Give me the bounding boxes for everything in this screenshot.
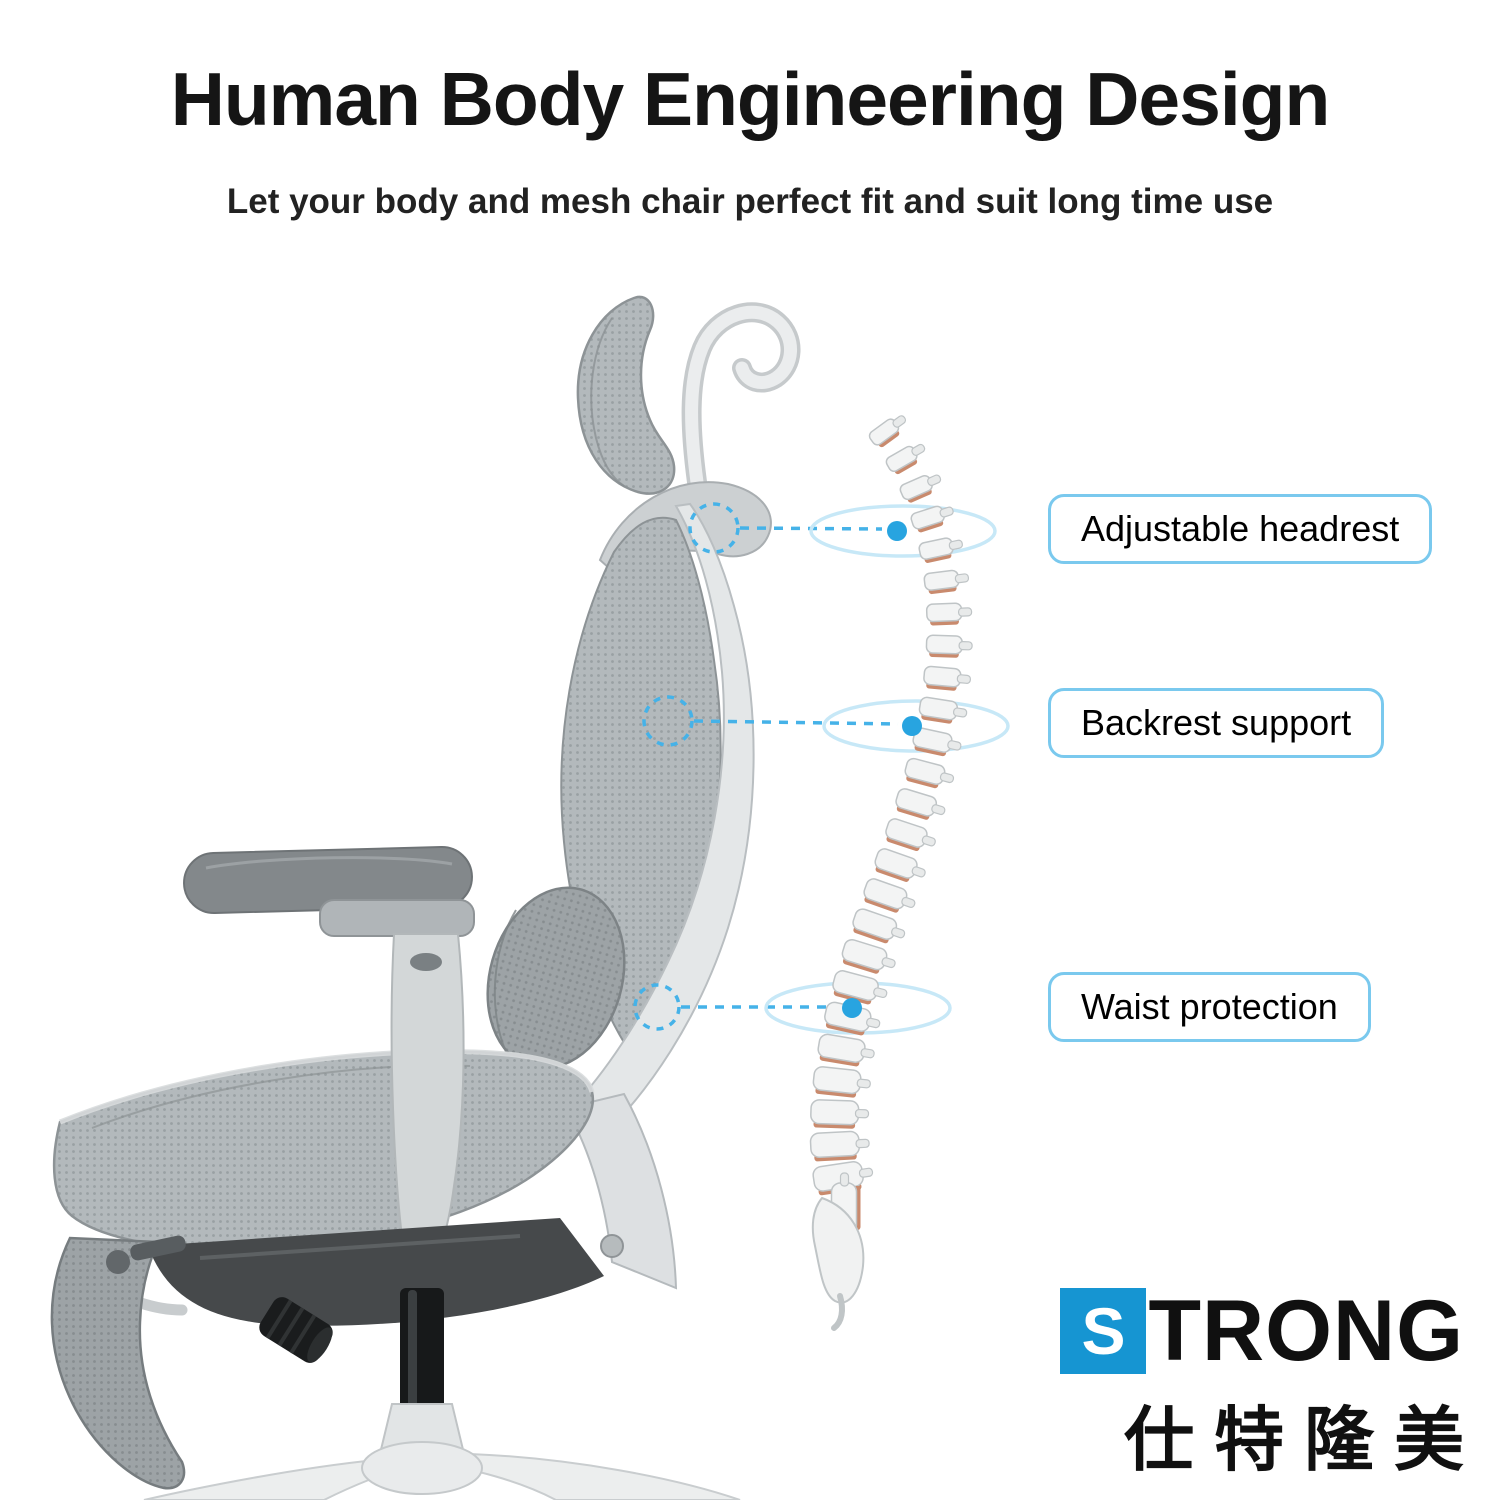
office-chair-icon	[50, 295, 801, 1500]
backrest-leader-line	[693, 719, 899, 726]
callout-backrest-support: Backrest support	[1048, 688, 1385, 758]
brand-logo: S TRONG 仕特隆美	[1060, 1288, 1464, 1485]
headrest-pad	[576, 295, 676, 495]
callout-label: Adjustable headrest	[1081, 508, 1400, 549]
seat-cushion	[52, 1049, 595, 1252]
headrest-frame	[681, 302, 801, 492]
chair-base	[143, 1288, 741, 1500]
headrest-marker-circle	[688, 502, 740, 554]
seat-mechanism	[85, 1218, 604, 1363]
brand-name: TRONG	[1148, 1283, 1464, 1379]
backrest	[486, 481, 772, 1290]
page-title: Human Body Engineering Design	[170, 57, 1331, 141]
footrest	[50, 1235, 186, 1490]
armrest	[183, 846, 475, 1253]
callout-label: Backrest support	[1081, 702, 1352, 743]
tension-knob	[259, 1297, 333, 1363]
backrest-marker-circle	[642, 695, 694, 747]
callout-label: Waist protection	[1081, 986, 1338, 1027]
brand-wordmark: S TRONG	[1060, 1288, 1464, 1374]
spine-point-dots	[842, 521, 922, 1018]
callout-waist-protection: Waist protection	[1048, 972, 1371, 1042]
waist-marker-circle	[633, 983, 681, 1031]
callout-adjustable-headrest: Adjustable headrest	[1048, 494, 1433, 564]
tailbone	[831, 1293, 845, 1331]
brand-logo-s-icon: S	[1060, 1288, 1147, 1374]
brand-chinese-name: 仕特隆美	[1124, 1401, 1484, 1479]
sacrum	[811, 1196, 865, 1304]
page-subtitle: Let your body and mesh chair perfect fit…	[226, 182, 1274, 221]
